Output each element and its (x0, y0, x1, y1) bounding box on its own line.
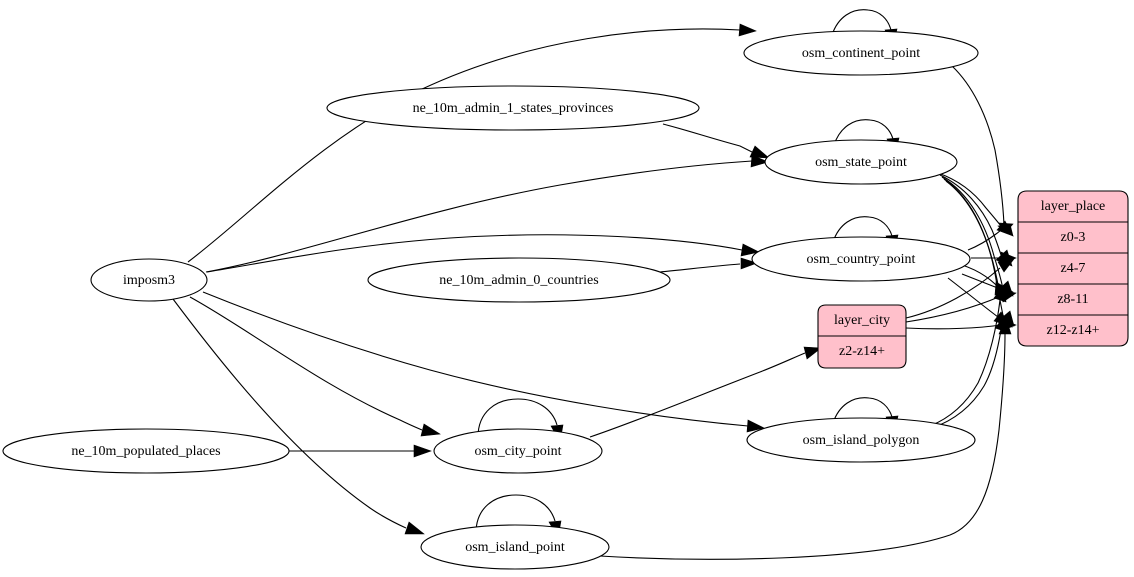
node-osm_continent_point-label: osm_continent_point (802, 46, 920, 61)
edge-imposm3-to-osm_continent_point (187, 23, 757, 263)
node-osm_state_point[interactable]: osm_state_point (764, 139, 958, 185)
edge-osm_city_point-to-layer_city (589, 346, 822, 438)
node-ne_10m_admin_0_countries[interactable]: ne_10m_admin_0_countries (367, 257, 671, 303)
edge-osm_state_point-to-layer_place-z8-11 (941, 176, 1014, 297)
node-imposm3-label: imposm3 (123, 273, 175, 288)
record-layer_place-row-z8-11[interactable]: z8-11 (1057, 292, 1088, 307)
record-layer_place-row-z0-3[interactable]: z0-3 (1061, 230, 1086, 245)
edge-ne_countries-to-osm_country_point (659, 257, 758, 273)
edge-ne_states-to-osm_state_point (662, 123, 770, 159)
node-osm_island_polygon[interactable]: osm_island_polygon (746, 417, 976, 463)
edge-layer_city-to-layer_place-z8-11 (905, 289, 1017, 323)
record-layer_city[interactable]: layer_city z2-z14+ (817, 304, 907, 369)
node-osm_state_point-label: osm_state_point (815, 155, 907, 170)
edge-imposm3-to-osm_island_point (172, 298, 425, 535)
node-ne_places-label: ne_10m_populated_places (71, 444, 220, 459)
record-layer_place-row-z12-z14[interactable]: z12-z14+ (1047, 323, 1100, 338)
record-layer_city-row-z2-z14[interactable]: z2-z14+ (839, 344, 885, 359)
node-osm_city_point[interactable]: osm_city_point (433, 428, 603, 474)
record-layer_place[interactable]: layer_place z0-3 z4-7 z8-11 z12-z14+ (1017, 190, 1129, 347)
edge-osm_island_polygon-to-layer_place-z12-z14 (931, 314, 1008, 429)
node-ne_10m_populated_places[interactable]: ne_10m_populated_places (2, 428, 290, 474)
node-osm_city_point-label: osm_city_point (474, 444, 561, 459)
node-osm_island_point-label: osm_island_point (465, 540, 565, 555)
node-osm_country_point-label: osm_country_point (807, 252, 916, 267)
edges-layer (172, 9, 1017, 560)
node-osm_island_point[interactable]: osm_island_point (420, 524, 610, 570)
edge-imposm3-to-osm_country_point (206, 234, 760, 273)
edge-imposm3-to-osm_island_polygon (202, 291, 765, 433)
node-ne_10m_admin_1_states_provinces[interactable]: ne_10m_admin_1_states_provinces (326, 85, 700, 131)
edge-bundle-extra-1 (945, 180, 1000, 291)
edge-imposm3-to-osm_city_point (189, 296, 441, 437)
edge-osm_country_point-to-layer_place-z0-3 (967, 222, 1014, 251)
node-osm_island_polygon-label: osm_island_polygon (803, 433, 920, 448)
node-imposm3[interactable]: imposm3 (90, 258, 208, 302)
nodes-layer: imposm3 ne_10m_admin_1_states_provinces … (2, 30, 979, 570)
edge-layer_city-to-layer_place-z12-z14 (905, 318, 1017, 332)
record-layer_city-title: layer_city (834, 313, 890, 328)
node-osm_continent_point[interactable]: osm_continent_point (743, 30, 979, 76)
edge-ne_places-to-osm_city_point (289, 444, 432, 458)
record-layer_place-title: layer_place (1041, 199, 1106, 214)
edge-osm_continent_point-to-layer_place-z0-3 (951, 65, 1014, 237)
node-osm_country_point[interactable]: osm_country_point (751, 236, 971, 282)
edge-layer_city-to-layer_place-z4-7 (905, 258, 1015, 319)
node-ne_countries-label: ne_10m_admin_0_countries (439, 273, 598, 288)
node-ne_states-label: ne_10m_admin_1_states_provinces (413, 101, 614, 116)
edge-imposm3-to-osm_state_point (205, 154, 769, 273)
record-layer_place-row-z4-7[interactable]: z4-7 (1061, 261, 1086, 276)
